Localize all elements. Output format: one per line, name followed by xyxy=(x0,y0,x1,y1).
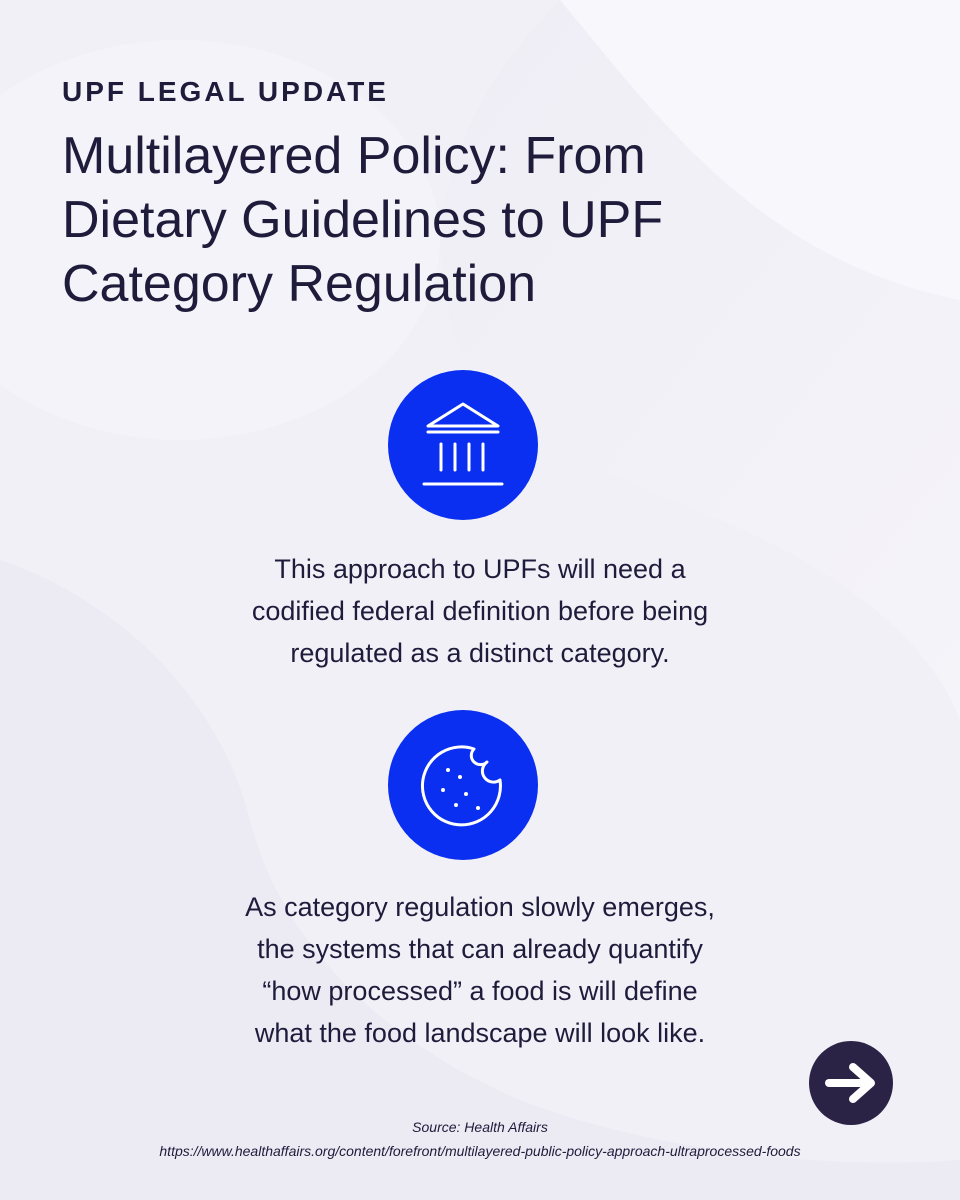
eyebrow-label: UPF LEGAL UPDATE xyxy=(62,76,389,107)
cookie-icon xyxy=(388,710,538,860)
section-text-line: This approach to UPFs will need a xyxy=(274,554,686,584)
section-text-line: codified federal definition before being xyxy=(251,596,709,626)
source-url[interactable]: https://www.healthaffairs.org/content/fo… xyxy=(159,1143,801,1159)
government-building-icon xyxy=(388,370,538,520)
page-title-line: Multilayered Policy: From xyxy=(62,127,646,185)
section-text-line: As category regulation slowly emerges, xyxy=(245,892,715,922)
section-text-line: regulated as a distinct category. xyxy=(290,638,670,668)
source-label: Source: Health Affairs xyxy=(412,1119,548,1135)
section-text-definition: This approach to UPFs will need a codifi… xyxy=(130,548,830,674)
section-text-line: “how processed” a food is will define xyxy=(262,976,698,1006)
page-title-line: Category Regulation xyxy=(62,255,537,313)
page-title: Multilayered Policy: From Dietary Guidel… xyxy=(62,124,822,316)
section-text-line: the systems that can already quantify xyxy=(257,934,703,964)
next-button[interactable] xyxy=(809,1041,893,1125)
page-title-line: Dietary Guidelines to UPF xyxy=(62,191,664,249)
section-text-line: what the food landscape will look like. xyxy=(254,1018,706,1048)
arrow-right-icon xyxy=(825,1063,875,1103)
section-text-quantify: As category regulation slowly emerges, t… xyxy=(130,886,830,1054)
